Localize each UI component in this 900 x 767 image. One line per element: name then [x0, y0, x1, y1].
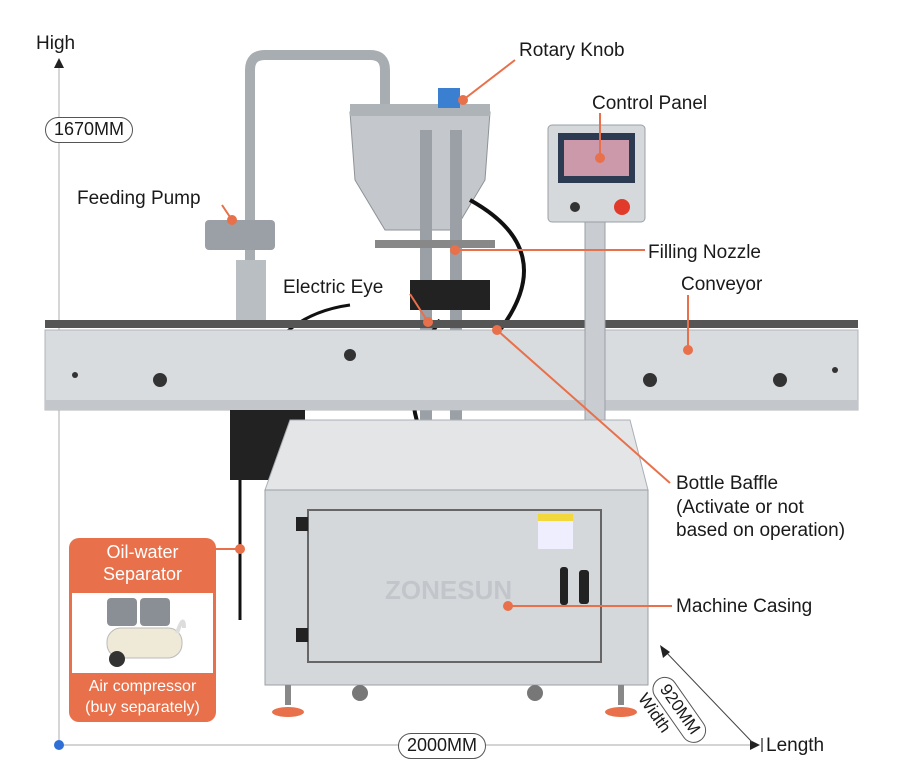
length-axis-label: Length: [766, 735, 825, 756]
oil-water-separator-callout: Oil-water Separator Air compressor (buy …: [69, 538, 216, 722]
length-value-pill: 2000MM: [398, 733, 487, 759]
bottle-baffle-note: based on operation): [676, 520, 846, 541]
width-dimension-line: [663, 649, 753, 743]
label-rotary-knob: Rotary Knob: [519, 40, 625, 61]
height-axis-label: High: [36, 33, 76, 54]
label-electric-eye: Electric Eye: [283, 277, 384, 298]
label-conveyor: Conveyor: [681, 274, 763, 295]
origin-dot: [54, 740, 64, 750]
arrow-right-icon: [750, 740, 760, 750]
caption-line: (buy separately): [85, 699, 200, 716]
oil-water-title-line: Oil-water: [106, 542, 179, 562]
air-compressor-image: [72, 593, 213, 673]
label-feeding-pump: Feeding Pump: [77, 188, 201, 209]
bottle-baffle-note: (Activate or not: [676, 497, 804, 518]
height-value-pill: 1670MM: [45, 117, 134, 143]
label-bottle-baffle: Bottle Baffle: [676, 473, 779, 494]
oil-water-title-line: Separator: [102, 564, 183, 584]
label-control-panel: Control Panel: [592, 93, 708, 114]
oil-water-title: Oil-water Separator: [69, 538, 216, 585]
watermark: ZONESUN: [385, 575, 513, 605]
label-filling-nozzle: Filling Nozzle: [648, 242, 761, 263]
air-compressor-caption: Air compressor (buy separately): [69, 676, 216, 718]
caption-line: Air compressor: [88, 678, 197, 695]
label-machine-casing: Machine Casing: [676, 596, 813, 617]
arrow-up-icon: [54, 58, 64, 68]
